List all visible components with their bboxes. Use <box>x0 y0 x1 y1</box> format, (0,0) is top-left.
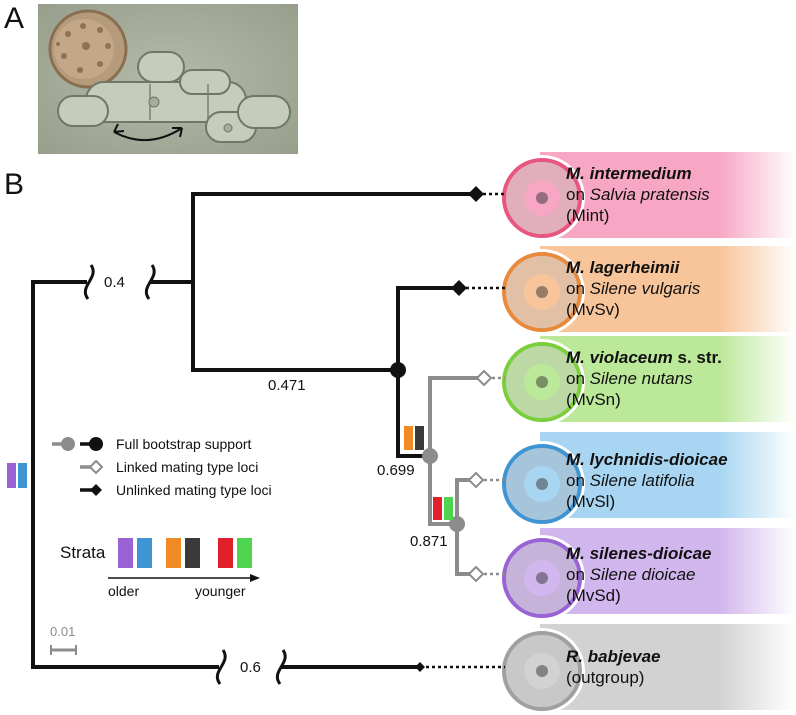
strata-legend: Strata older younger <box>60 538 260 599</box>
linked-marker <box>467 565 485 583</box>
break-mark <box>276 649 287 685</box>
taxon-name-suffix: s. str. <box>672 348 722 367</box>
host-name: Silene vulgaris <box>589 279 701 298</box>
stratum-tag-dark <box>415 426 424 450</box>
legend-unlinked: Unlinked mating type loci <box>116 482 272 498</box>
stratum-tag-blue <box>18 463 27 488</box>
taxon-name: R. babjevae <box>566 647 661 666</box>
panel-label-a: A <box>4 2 25 35</box>
taxon-band <box>540 336 796 422</box>
taxon-name: M. lychnidis-dioicae <box>566 450 728 469</box>
flower-nodding-icon <box>502 342 582 422</box>
taxon-name: M. violaceum <box>566 348 673 367</box>
break-mark <box>145 264 156 300</box>
host-name: Salvia pratensis <box>589 185 710 204</box>
taxon-label: M. lagerheimii on Silene vulgaris (MvSv) <box>566 257 700 320</box>
host-prefix: on <box>566 369 590 388</box>
label-node-dioicae: 0.871 <box>410 533 448 550</box>
label-node-main: 0.471 <box>268 377 306 394</box>
strata-swatch <box>118 538 133 568</box>
node-support-gray <box>422 448 438 464</box>
unlinked-marker <box>415 662 425 672</box>
legend: Full bootstrap support Linked mating typ… <box>52 436 272 498</box>
label-root-break: 0.4 <box>104 274 125 291</box>
stratum-tag-green <box>444 497 453 520</box>
label-outgroup-break: 0.6 <box>240 659 261 676</box>
taxon-band <box>540 246 796 332</box>
taxon-code: (MvSd) <box>566 586 621 605</box>
panel-label-b: B <box>4 168 25 201</box>
strata-swatch <box>185 538 200 568</box>
flower-pink-icon <box>502 538 582 618</box>
legend-full-support: Full bootstrap support <box>116 436 252 452</box>
strata-older: older <box>108 583 139 599</box>
host-name: Silene nutans <box>589 369 693 388</box>
taxon-band <box>540 624 796 710</box>
taxon-label: M. silenes-dioicae on Silene dioicae (MvSd… <box>566 543 712 606</box>
flower-sage-icon <box>502 158 582 238</box>
stratum-tag-purple <box>7 463 16 488</box>
taxon-code: (MvSv) <box>566 300 620 319</box>
taxon-band <box>540 152 796 238</box>
host-name: Silene dioicae <box>589 565 696 584</box>
micrograph-drawing <box>38 4 298 154</box>
flower-campion-icon <box>502 252 582 332</box>
strata-swatch <box>237 538 252 568</box>
strata-swatch <box>166 538 181 568</box>
taxon-name: M. silenes-dioicae <box>566 544 712 563</box>
taxon-band <box>540 528 796 614</box>
label-node-violaceum: 0.699 <box>377 462 415 479</box>
linked-marker <box>467 471 485 489</box>
culture-plate-icon <box>502 631 582 711</box>
taxon-code: (outgroup) <box>566 668 645 687</box>
break-mark <box>216 649 227 685</box>
break-mark <box>84 264 95 300</box>
legend-linked: Linked mating type loci <box>116 459 258 475</box>
strata-swatch <box>218 538 233 568</box>
taxon-label: M. intermedium on Salvia pratensis (Mint) <box>566 163 710 226</box>
stratum-tag-orange <box>404 426 413 450</box>
taxon-name: M. intermedium <box>566 164 692 183</box>
linked-marker <box>475 369 493 387</box>
unlinked-marker <box>451 280 467 296</box>
taxon-code: (MvSl) <box>566 492 616 511</box>
taxon-label: M. lychnidis-dioicae on Silene latifolia (… <box>566 449 728 512</box>
taxon-code: (Mint) <box>566 206 610 225</box>
strata-title: Strata <box>60 543 106 562</box>
taxon-code: (MvSn) <box>566 390 621 409</box>
yeast-micrograph <box>38 4 298 154</box>
taxon-label: M. violaceum s. str. on Silene nutans (MvS… <box>566 347 722 410</box>
scale-label: 0.01 <box>50 624 75 639</box>
host-prefix: on <box>566 565 590 584</box>
flower-white-icon <box>502 444 582 524</box>
unlinked-marker <box>468 186 484 202</box>
host-prefix: on <box>566 185 590 204</box>
host-prefix: on <box>566 279 590 298</box>
stratum-tag-red <box>433 497 442 520</box>
taxon-name: M. lagerheimii <box>566 258 680 277</box>
taxon-label: R. babjevae (outgroup) <box>566 646 661 688</box>
host-prefix: on <box>566 471 590 490</box>
strata-younger: younger <box>195 583 246 599</box>
strata-swatch <box>137 538 152 568</box>
host-name: Silene latifolia <box>589 471 695 490</box>
node-support-black <box>390 362 406 378</box>
scale-bar: 0.01 <box>50 624 77 655</box>
taxon-band <box>540 432 796 518</box>
